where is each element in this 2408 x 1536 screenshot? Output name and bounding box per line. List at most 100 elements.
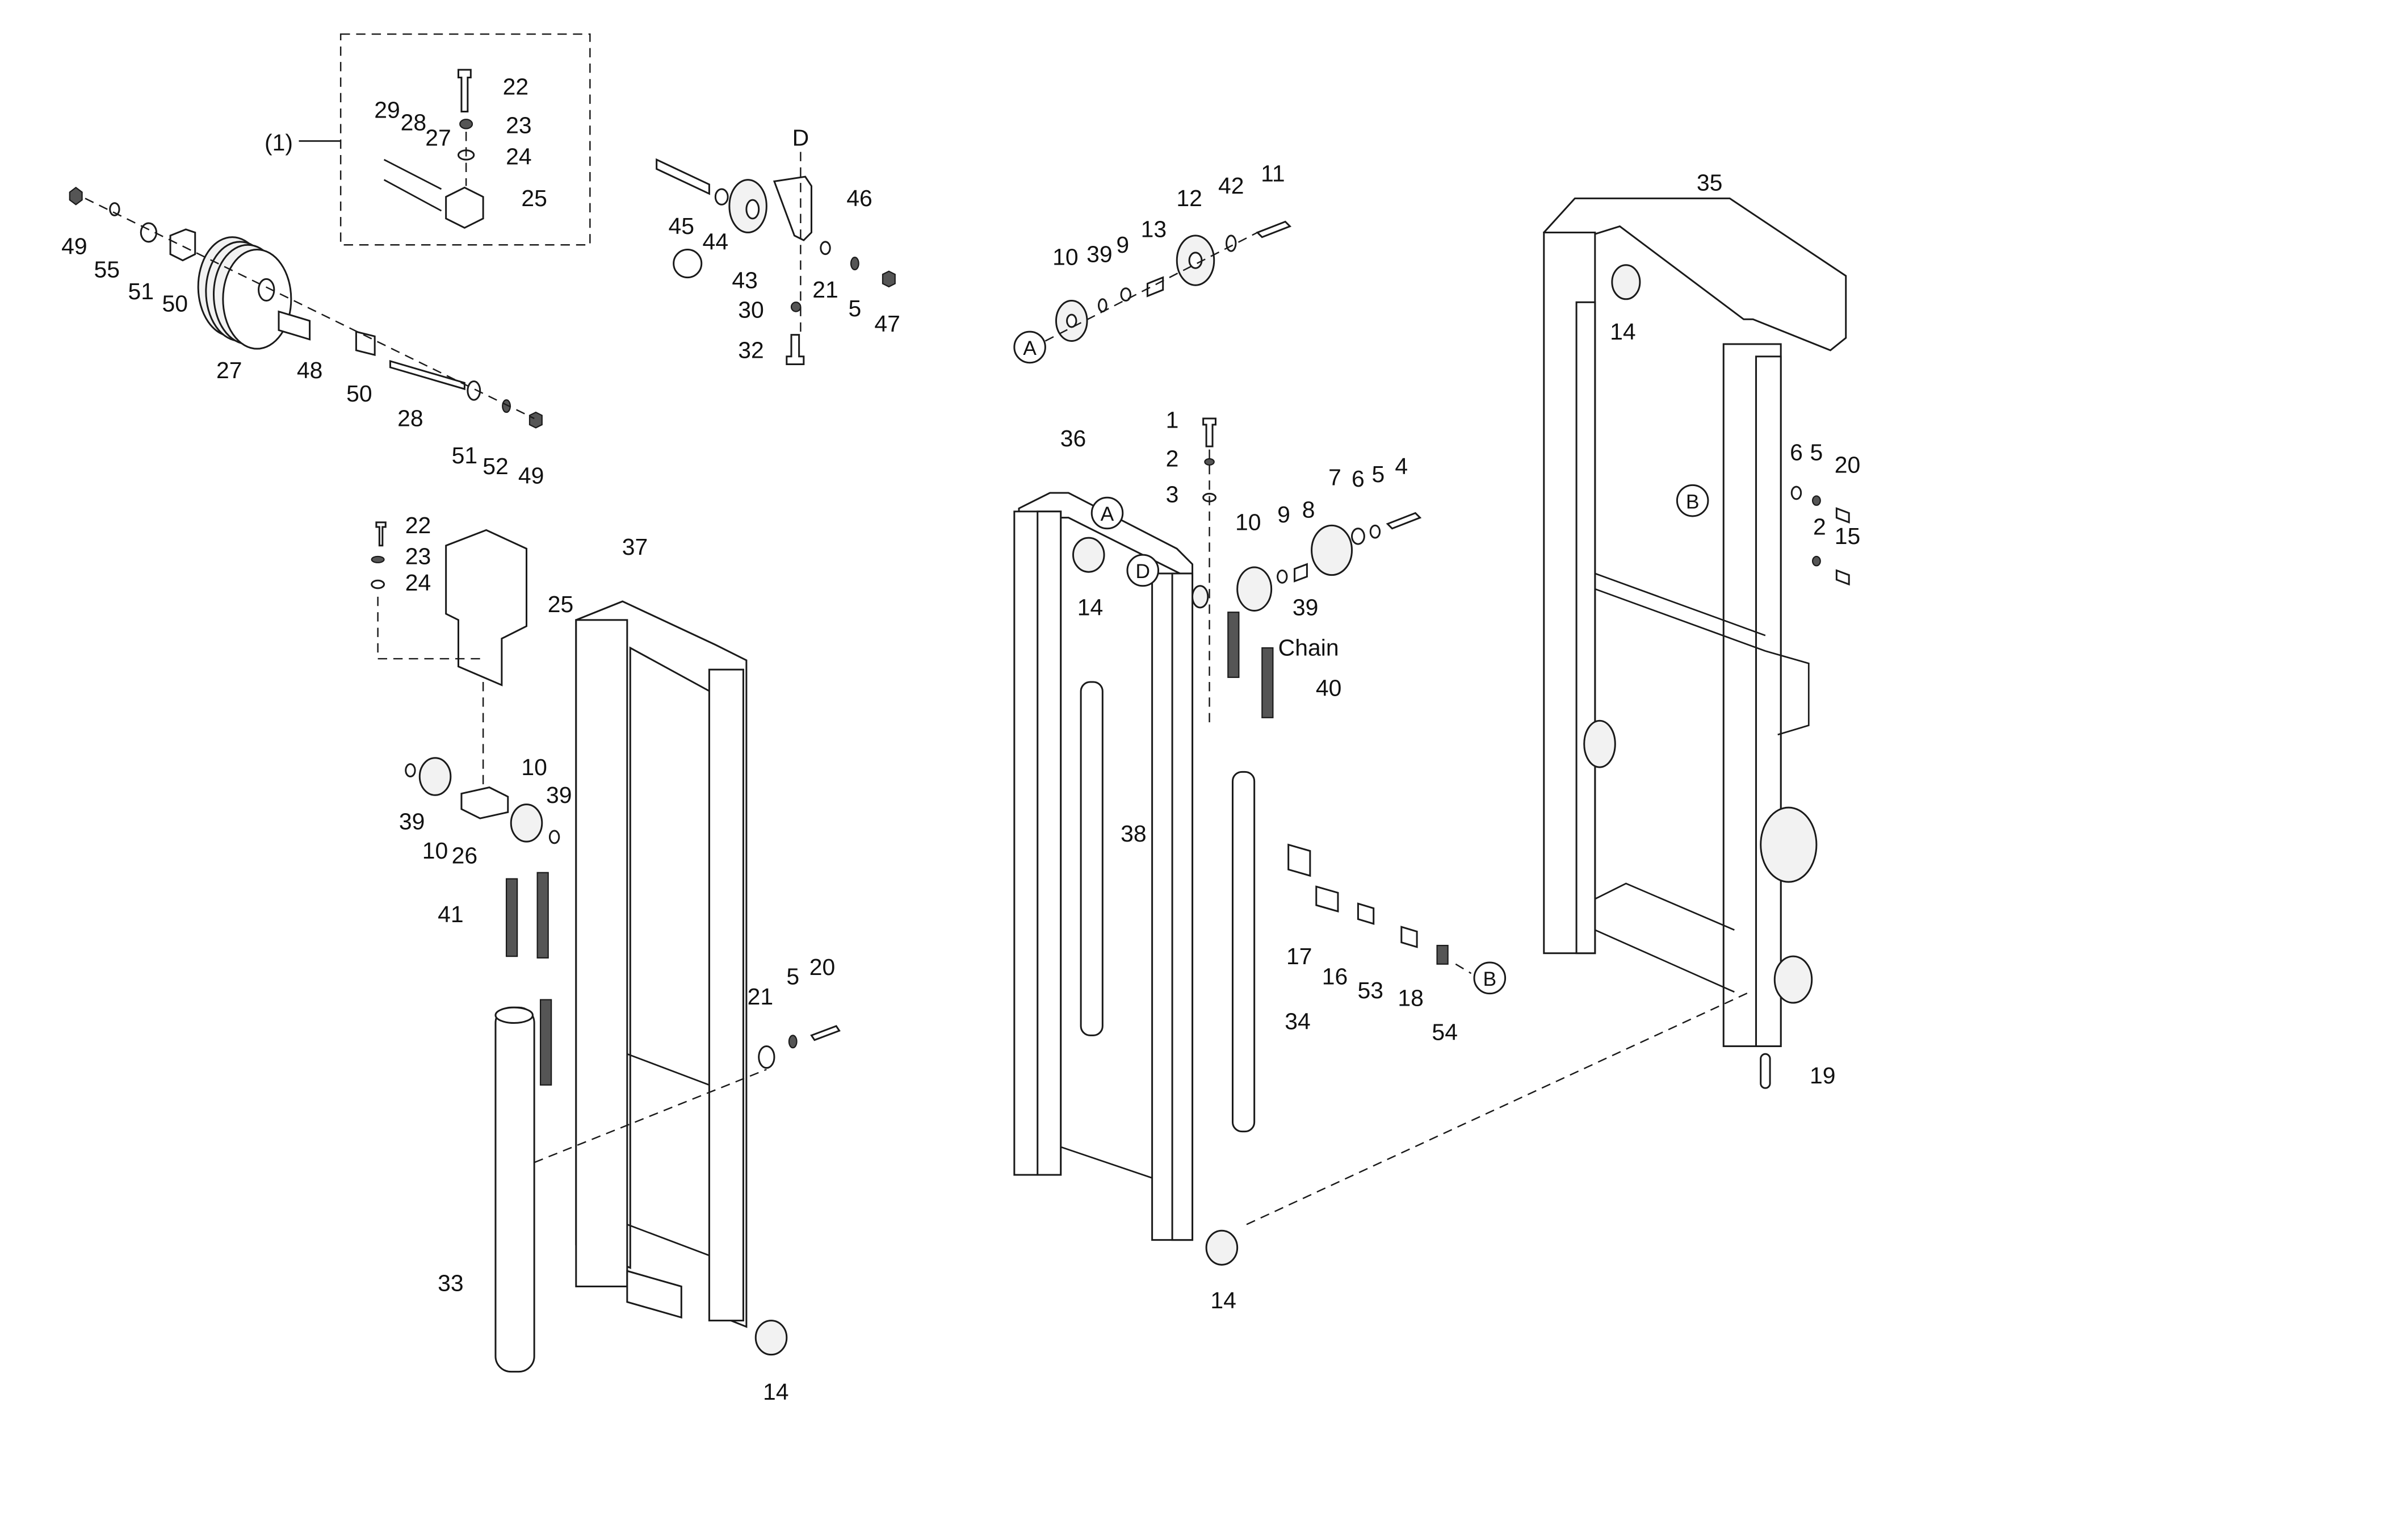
callout-label: 5 [848,295,861,321]
callout-label: 24 [506,143,532,169]
callout-label: 8 [1302,497,1315,523]
callout-label: 14 [763,1379,789,1405]
callout-label: 5 [786,963,799,989]
callout-label: 10 [1052,244,1079,270]
callout-label: 22 [405,512,431,538]
callout-label: 48 [297,357,323,383]
callout-label: 34 [1285,1008,1311,1034]
callout-label: 47 [874,311,900,337]
callout-label: 18 [1398,985,1424,1011]
callout-label: 52 [483,453,509,479]
callout-label: 9 [1116,232,1129,258]
callout-label: 50 [346,380,372,407]
callout-label: 35 [1697,170,1723,196]
callout-label: 29 [374,97,400,123]
callout-label: 1 [1166,407,1179,433]
callout-label: 49 [518,463,544,489]
callout-label: 19 [1810,1062,1836,1089]
upper-pulley-group [1044,220,1292,342]
inner-mast-36 [1013,417,1472,1266]
callout-label: 6 [1352,466,1365,492]
callout-label: 23 [506,112,532,139]
callout-label: 2 [1166,446,1179,472]
callout-label: 15 [1835,523,1861,549]
callout-label: 37 [622,534,648,560]
callout-label: 33 [438,1270,464,1296]
callout-label: 14 [1610,319,1636,345]
marker-letter: B [1686,490,1700,513]
callout-label: 11 [1261,160,1285,186]
callout-label: (1) [265,129,293,156]
callout-label: 40 [1316,675,1342,701]
callout-label: 43 [732,267,758,294]
marker-circle [1013,330,1046,364]
callout-label: 39 [546,782,572,808]
callout-label: 10 [422,838,448,864]
callout-label: 38 [1121,821,1147,847]
callout-label: 3 [1166,481,1179,507]
callout-label: 10 [521,754,547,780]
callout-label: 14 [1077,595,1104,621]
callout-label: 39 [399,808,425,834]
callout-label: 50 [162,291,188,317]
outer-mast-35 [1543,197,1850,1089]
callout-label: 22 [503,73,529,99]
callout-label: 5 [1810,440,1823,466]
marker-letter: A [1101,503,1114,525]
callout-label: 36 [1060,425,1086,451]
callout-label: 27 [216,357,242,383]
callout-label: 55 [94,257,120,283]
callout-label: 23 [405,543,431,570]
pulley-43-bracket-assembly [656,152,896,365]
pulley-27-assembly [69,186,543,429]
callout-label: 21 [748,983,774,1010]
callout-label: 44 [703,228,729,254]
callout-label: 51 [452,442,478,468]
callout-label: 25 [521,185,547,211]
callout-label: 51 [128,278,154,304]
callout-label: 5 [1372,461,1385,487]
marker-circle [1090,496,1124,530]
callout-label: 20 [809,954,836,980]
marker-letter: B [1483,968,1496,990]
callout-label: 21 [812,277,838,303]
callout-label: 9 [1277,501,1290,528]
callout-label: 46 [846,185,872,211]
callout-label: 24 [405,570,431,596]
callout-label: 7 [1328,464,1341,490]
callout-label: 16 [1322,963,1348,989]
callout-label: 2 [1813,514,1826,540]
callout-label: 13 [1141,216,1167,242]
callout-label: 25 [548,591,574,617]
marker-circle [1676,484,1709,517]
callout-label: 12 [1176,185,1202,211]
marker-letter: A [1023,337,1037,359]
callout-label: 26 [452,842,478,868]
callout-label: 39 [1086,241,1113,267]
callout-label: 54 [1432,1019,1458,1045]
inset-assembly-1 [299,33,591,246]
mast-37-and-cylinder-33 [371,521,1751,1373]
callout-label: D [792,125,809,151]
callout-label: 42 [1218,173,1244,199]
callout-label: 10 [1235,509,1261,535]
marker-circle [1126,554,1160,587]
callout-label: 41 [438,901,464,927]
marker-circle [1473,961,1507,995]
chain-label: Chain [1278,635,1339,661]
callout-label: 30 [738,297,764,323]
callout-label: 17 [1286,943,1312,969]
callout-label: 4 [1395,453,1408,479]
callout-label: 45 [669,213,695,239]
callout-label: 49 [61,233,87,260]
callout-label: 39 [1293,595,1319,621]
callout-label: 6 [1790,440,1803,466]
callout-label: 14 [1210,1287,1236,1313]
callout-label: 53 [1357,977,1383,1003]
callout-label: 32 [738,337,764,363]
callout-label: 28 [401,109,427,135]
callout-label: 20 [1835,452,1861,478]
